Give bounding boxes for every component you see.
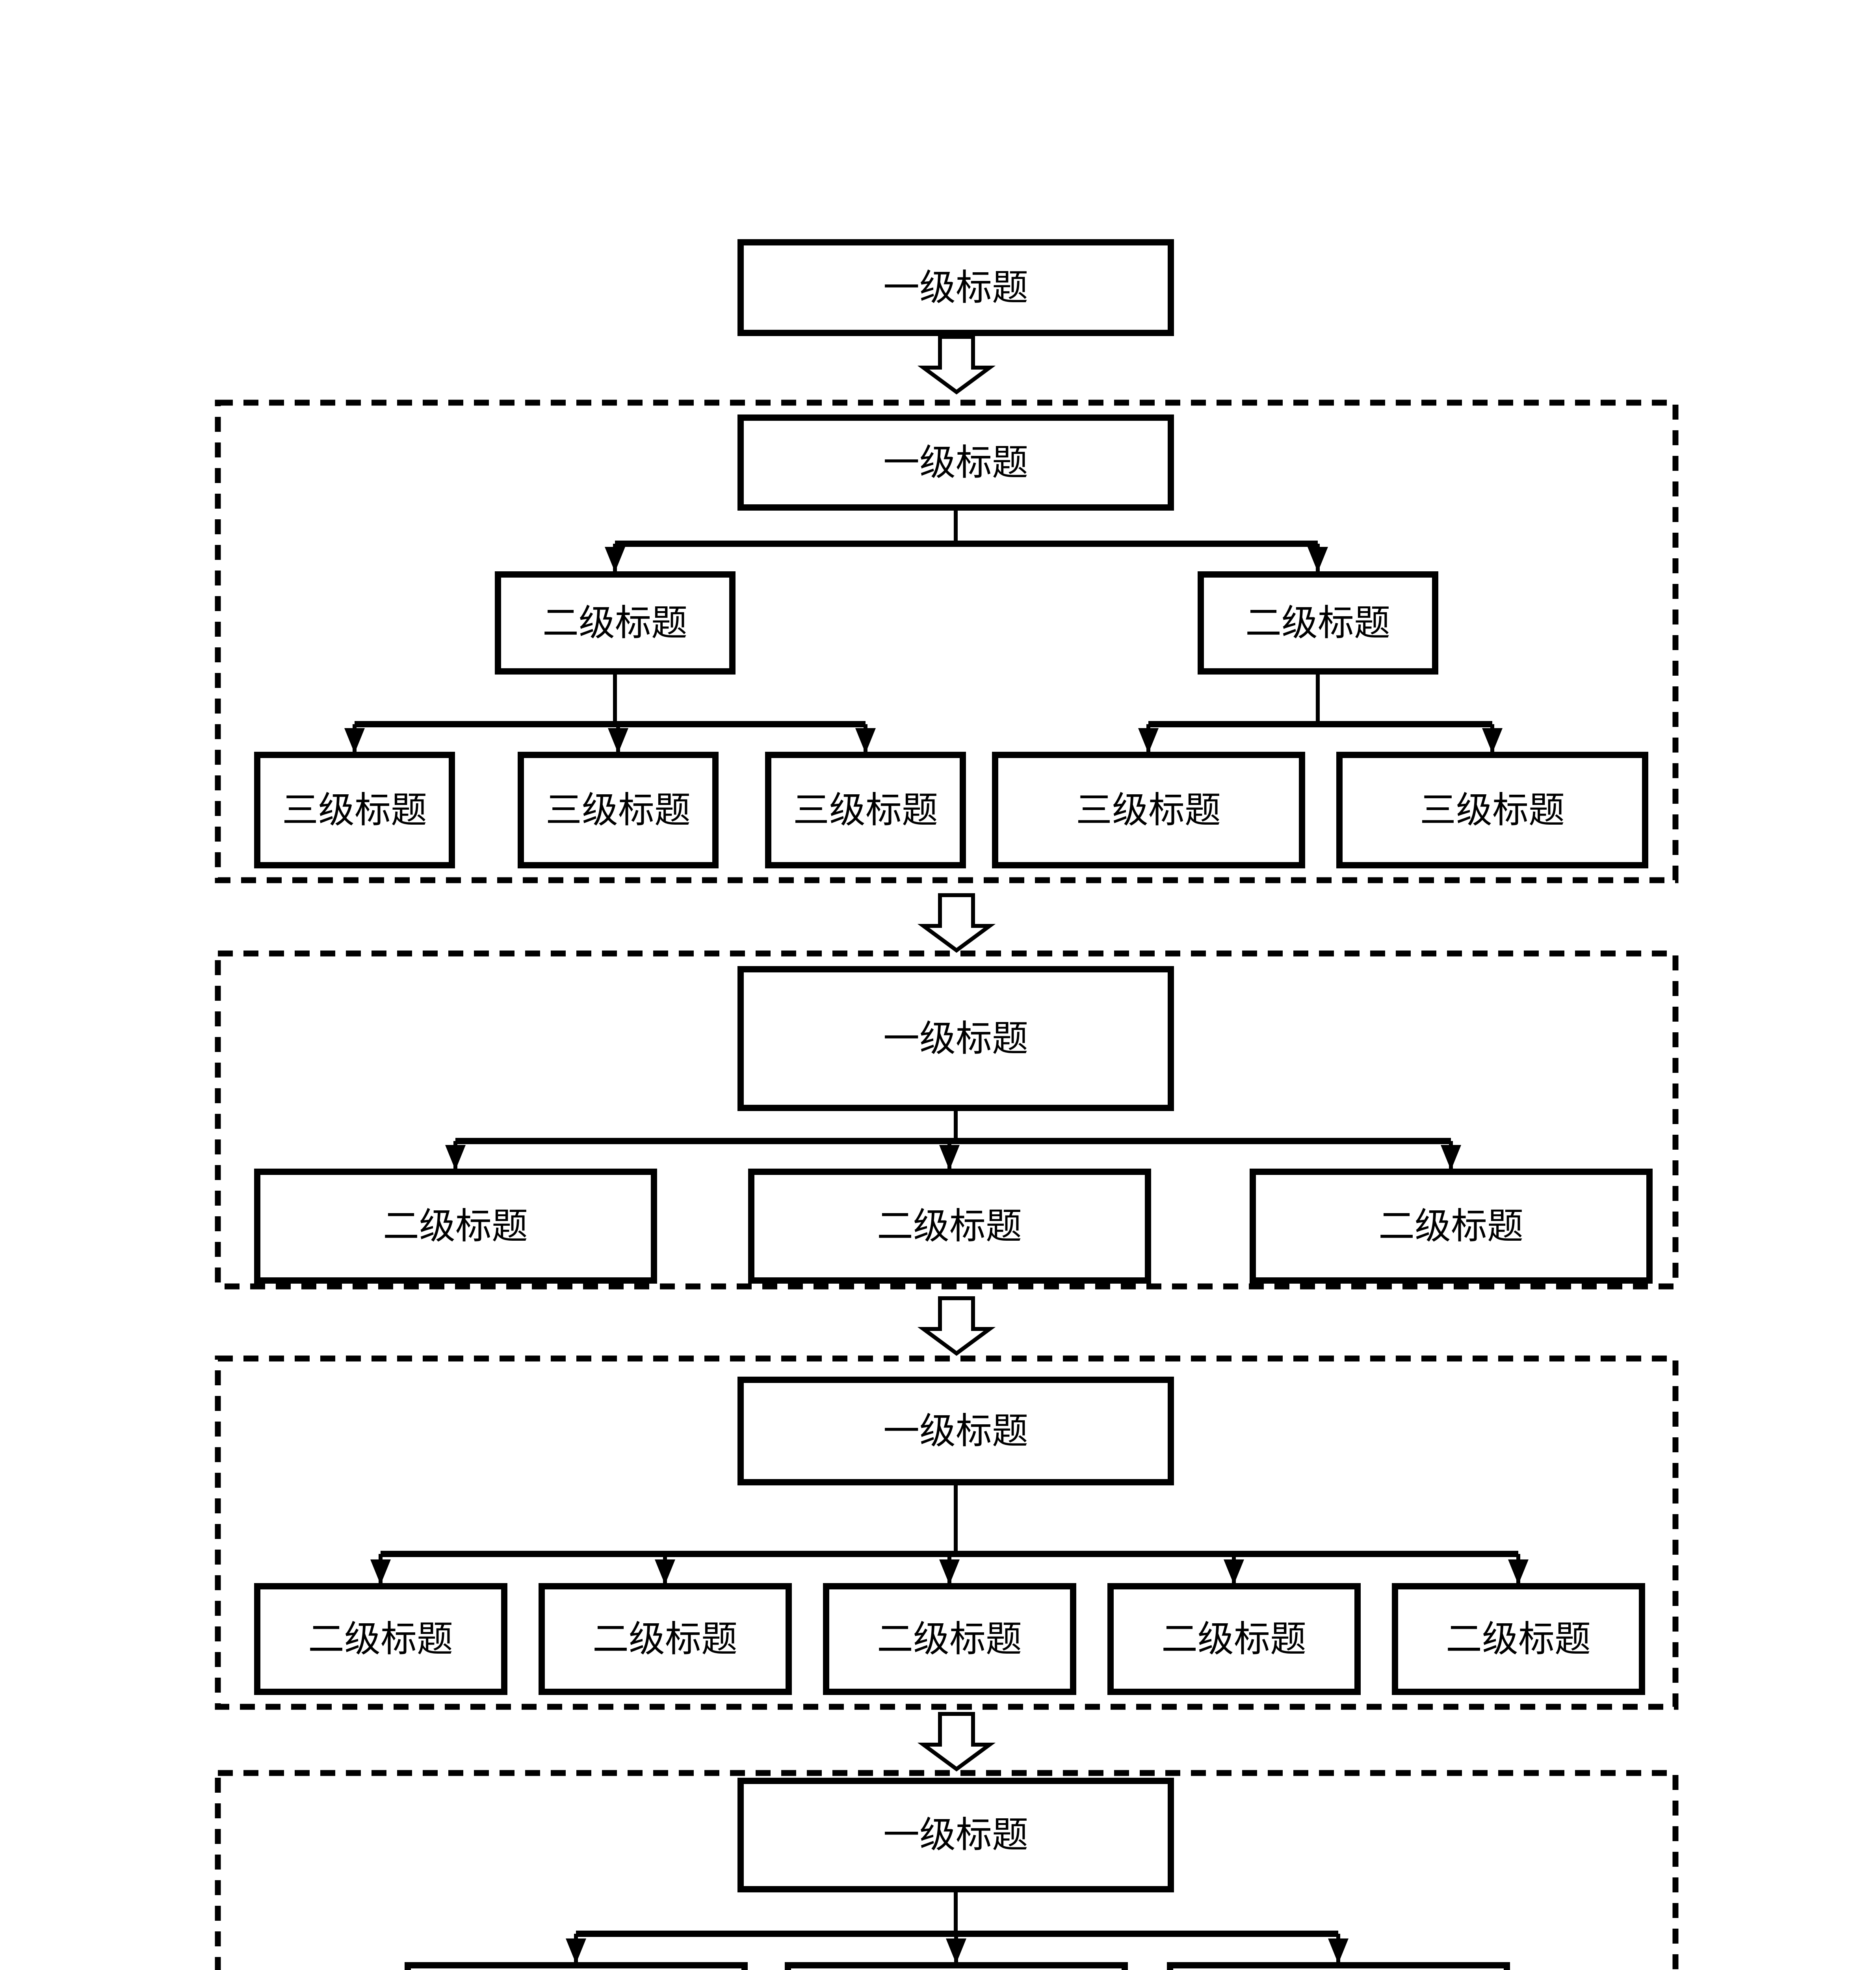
section-1-level3-label-1: 三级标题 (282, 789, 427, 831)
section-3-level2-label-4: 二级标题 (1161, 1618, 1306, 1660)
section-flow-arrow-2 (917, 893, 996, 953)
section-1-level3-box-3 (765, 752, 966, 868)
section-3-level1-box (737, 1377, 1174, 1485)
section-flow-arrow-3 (917, 1296, 996, 1356)
section-1-level2-box-2 (1198, 571, 1438, 675)
intro-level1-box (737, 239, 1174, 336)
section-3-level2-box-2 (539, 1583, 792, 1695)
section-1-level2-label-1: 二级标题 (542, 602, 687, 644)
section-1-level1-label: 一级标题 (883, 442, 1028, 484)
section-1-level2-label-2: 二级标题 (1245, 602, 1390, 644)
section-4-level2-box-1 (405, 1962, 748, 1970)
section-2-level2-box-2 (748, 1169, 1151, 1284)
section-3-level2-box-1 (254, 1583, 507, 1695)
section-2-level1-box (737, 966, 1174, 1111)
section-1-level3-box-2 (518, 752, 719, 868)
section-3-level1-label: 一级标题 (883, 1410, 1028, 1452)
section-3-level2-label-3: 二级标题 (877, 1618, 1022, 1660)
section-1-level1-box (737, 414, 1174, 511)
section-2-level2-label-3: 二级标题 (1378, 1205, 1523, 1247)
section-3-level2-box-5 (1392, 1583, 1645, 1695)
section-1-level3-label-5: 三级标题 (1420, 789, 1565, 831)
section-3-level2-label-2: 二级标题 (593, 1618, 737, 1660)
section-4-container (215, 1770, 1679, 1970)
section-3-level2-label-1: 二级标题 (308, 1618, 453, 1660)
section-1-level3-label-3: 三级标题 (793, 789, 938, 831)
section-1-level2-box-1 (495, 571, 736, 675)
section-2-level2-box-1 (254, 1169, 657, 1284)
section-2-level2-label-1: 二级标题 (383, 1205, 528, 1247)
section-1-level3-label-2: 三级标题 (546, 789, 691, 831)
section-1-level3-box-1 (254, 752, 455, 868)
intro-level1-label: 一级标题 (883, 267, 1028, 309)
section-flow-arrow-1 (917, 335, 996, 395)
section-1-level3-box-5 (1336, 752, 1648, 868)
section-3-level2-box-4 (1107, 1583, 1361, 1695)
section-1-level3-label-4: 三级标题 (1076, 789, 1221, 831)
section-4-level1-label: 一级标题 (883, 1814, 1028, 1856)
section-2-container (215, 950, 1679, 1290)
section-3-level2-label-5: 二级标题 (1446, 1618, 1591, 1660)
section-4-level2-box-3 (1167, 1962, 1510, 1970)
section-2-level2-label-2: 二级标题 (877, 1205, 1022, 1247)
section-2-level1-label: 一级标题 (883, 1018, 1028, 1060)
section-1-level3-box-4 (992, 752, 1305, 868)
section-1-container (215, 400, 1679, 883)
section-2-level2-box-3 (1250, 1169, 1653, 1284)
section-3-container (215, 1355, 1679, 1710)
section-flow-arrow-4 (917, 1712, 996, 1772)
section-4-level2-box-2 (785, 1962, 1128, 1970)
section-3-level2-box-3 (823, 1583, 1076, 1695)
